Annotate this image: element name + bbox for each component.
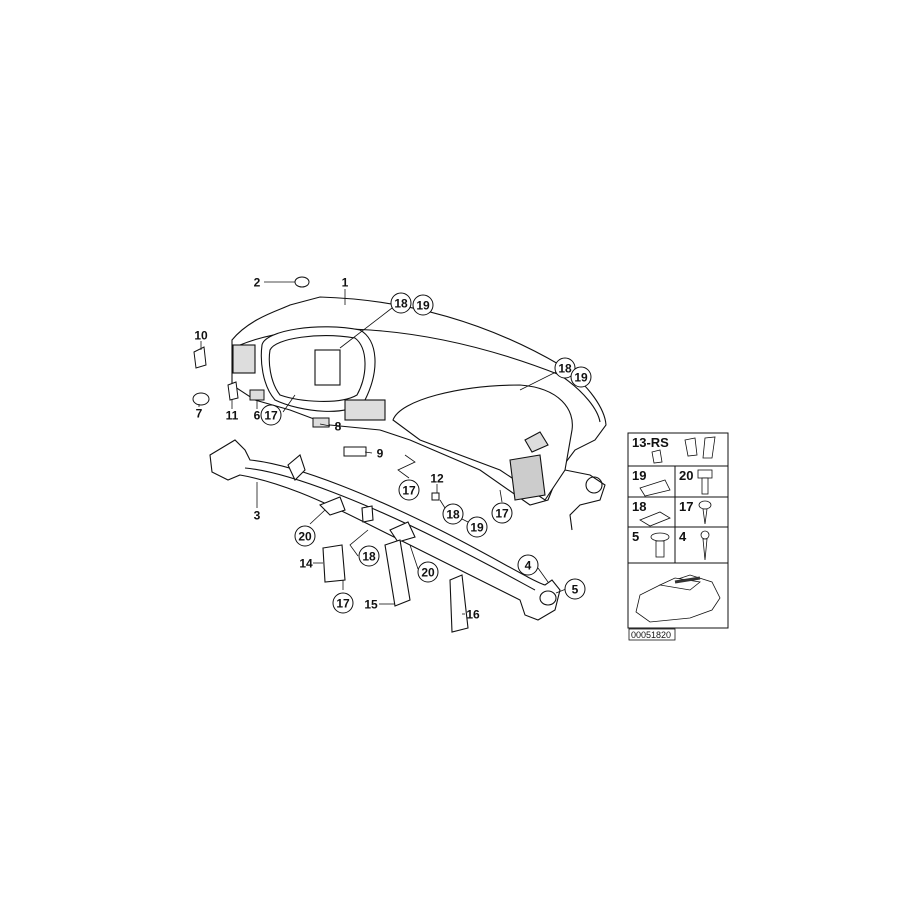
- callout-2: 2: [254, 276, 261, 290]
- callout-number: 2: [254, 276, 261, 290]
- callout-10: 10: [194, 329, 208, 343]
- callout-14: 14: [299, 557, 313, 571]
- callout-number: 7: [196, 407, 203, 421]
- clip-icon: [651, 449, 663, 464]
- callout-16: 16: [466, 608, 480, 622]
- callout-number: 12: [430, 472, 444, 486]
- bolt-icon: [697, 469, 713, 495]
- legend-cell-label: 4: [679, 529, 687, 544]
- callout-number: 17: [336, 597, 350, 611]
- callout-circle: [390, 292, 412, 314]
- callout-circle: [554, 357, 576, 379]
- callout-number: 10: [194, 329, 208, 343]
- legend-cell-label: 17: [679, 499, 693, 514]
- callout-circle: [442, 503, 464, 525]
- callout-number: 3: [254, 509, 261, 523]
- callout-19: 19: [412, 294, 434, 316]
- callout-circle: [398, 479, 420, 501]
- legend-cell-label: 20: [679, 468, 693, 483]
- small-parts: [192, 276, 440, 501]
- callout-number: 19: [416, 299, 430, 313]
- callout-15: 15: [364, 598, 378, 612]
- callout-number: 18: [446, 508, 460, 522]
- callout-circle: [570, 366, 592, 388]
- cap-part: [294, 276, 310, 288]
- callout-11: 11: [226, 409, 239, 423]
- callout-circle: [260, 404, 282, 426]
- callout-17: 17: [332, 592, 354, 614]
- callout-number: 17: [402, 484, 416, 498]
- callout-number: 15: [364, 598, 378, 612]
- callout-8: 8: [335, 420, 342, 434]
- callout-19: 19: [570, 366, 592, 388]
- car-location-icon: [635, 574, 721, 623]
- callout-number: 5: [572, 583, 579, 597]
- cross-member-tube: [209, 439, 561, 633]
- callout-18: 18: [442, 503, 464, 525]
- callout-20: 20: [417, 561, 439, 583]
- callout-number: 20: [298, 530, 312, 544]
- legend-header: 13-RS: [632, 435, 669, 450]
- fastener-legend: 13-RS 19 20 18 17 5 4 00051820: [627, 432, 729, 641]
- callout-number: 19: [470, 521, 484, 535]
- callout-19: 19: [466, 516, 488, 538]
- callout-number: 20: [421, 566, 435, 580]
- callout-number: 6: [254, 409, 261, 423]
- callout-6: 6: [254, 409, 261, 423]
- callout-17: 17: [260, 404, 282, 426]
- screw-icon: [698, 500, 712, 525]
- callout-number: 14: [299, 557, 313, 571]
- callout-circle: [564, 578, 586, 600]
- legend-cell-label: 5: [632, 529, 639, 544]
- callout-number: 9: [377, 447, 384, 461]
- callout-circle: [332, 592, 354, 614]
- callout-number: 17: [495, 507, 509, 521]
- callout-18: 18: [390, 292, 412, 314]
- dashboard-panel: [231, 296, 607, 531]
- bracket-icon: [702, 436, 716, 459]
- callout-1: 1: [342, 276, 349, 290]
- speed-nut-icon: [639, 511, 671, 527]
- bracket-icon: [684, 437, 698, 457]
- legend-cell-label: 18: [632, 499, 646, 514]
- callout-3: 3: [254, 509, 261, 523]
- spring-nut-icon: [639, 479, 671, 497]
- callout-5: 5: [564, 578, 586, 600]
- callout-circle: [517, 554, 539, 576]
- callout-number: 18: [558, 362, 572, 376]
- callout-number: 18: [394, 297, 408, 311]
- callout-7: 7: [196, 407, 203, 421]
- callout-20: 20: [294, 525, 316, 547]
- diagram-id: 00051820: [631, 630, 671, 640]
- callout-number: 1: [342, 276, 349, 290]
- legend-cell-label: 19: [632, 468, 646, 483]
- leader-lines: [198, 281, 567, 615]
- callout-4: 4: [517, 554, 539, 576]
- callout-number: 18: [362, 550, 376, 564]
- tapping-screw-icon: [700, 530, 710, 561]
- callout-circle: [466, 516, 488, 538]
- callout-circle: [412, 294, 434, 316]
- callout-12: 12: [430, 472, 444, 486]
- callout-9: 9: [377, 447, 384, 461]
- callout-circle: [491, 502, 513, 524]
- callout-circle: [294, 525, 316, 547]
- callout-circle: [417, 561, 439, 583]
- callout-number: 19: [574, 371, 588, 385]
- callout-circle: [358, 545, 380, 567]
- callout-number: 4: [525, 559, 532, 573]
- callout-17: 17: [398, 479, 420, 501]
- callout-number: 8: [335, 420, 342, 434]
- callout-number: 17: [264, 409, 278, 423]
- callout-17: 17: [491, 502, 513, 524]
- callout-18: 18: [554, 357, 576, 379]
- expanding-rivet-icon: [650, 532, 670, 558]
- callout-number: 11: [226, 409, 239, 423]
- callout-number: 16: [466, 608, 480, 622]
- callout-18: 18: [358, 545, 380, 567]
